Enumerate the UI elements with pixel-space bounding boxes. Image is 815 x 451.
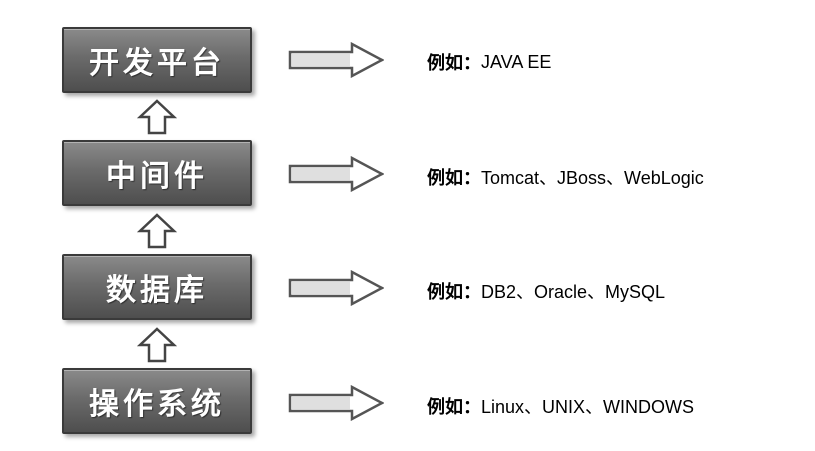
up-arrow-icon xyxy=(137,327,177,363)
example-text: Linux、UNIX、WINDOWS xyxy=(481,397,695,417)
layer-label-dev-platform: 开发平台 xyxy=(89,46,225,81)
layer-label-database: 数据库 xyxy=(106,273,208,308)
up-arrow-icon xyxy=(137,213,177,249)
layer-box-middleware: 中间件 xyxy=(62,140,252,206)
right-arrow-icon xyxy=(288,42,384,78)
example-middleware: 例如： Tomcat、JBoss、WebLogic xyxy=(427,162,704,192)
example-prefix: 例如： xyxy=(427,168,481,189)
example-prefix: 例如： xyxy=(427,397,481,418)
example-database: 例如： DB2、Oracle、MySQL xyxy=(427,276,665,306)
example-dev-platform: 例如： JAVA EE xyxy=(427,47,551,77)
layer-box-operating-system: 操作系统 xyxy=(62,368,252,434)
right-arrow-icon xyxy=(288,385,384,421)
layer-label-operating-system: 操作系统 xyxy=(89,387,225,422)
example-text: JAVA EE xyxy=(481,51,552,72)
example-text: Tomcat、JBoss、WebLogic xyxy=(481,168,704,188)
layer-box-database: 数据库 xyxy=(62,254,252,320)
example-prefix: 例如： xyxy=(427,53,481,74)
right-arrow-icon xyxy=(288,270,384,306)
right-arrow-icon xyxy=(288,156,384,192)
example-operating-system: 例如： Linux、UNIX、WINDOWS xyxy=(427,391,694,421)
example-prefix: 例如： xyxy=(427,282,481,303)
up-arrow-icon xyxy=(137,99,177,135)
layer-label-middleware: 中间件 xyxy=(106,159,208,194)
layer-box-dev-platform: 开发平台 xyxy=(62,27,252,93)
example-text: DB2、Oracle、MySQL xyxy=(481,282,666,302)
